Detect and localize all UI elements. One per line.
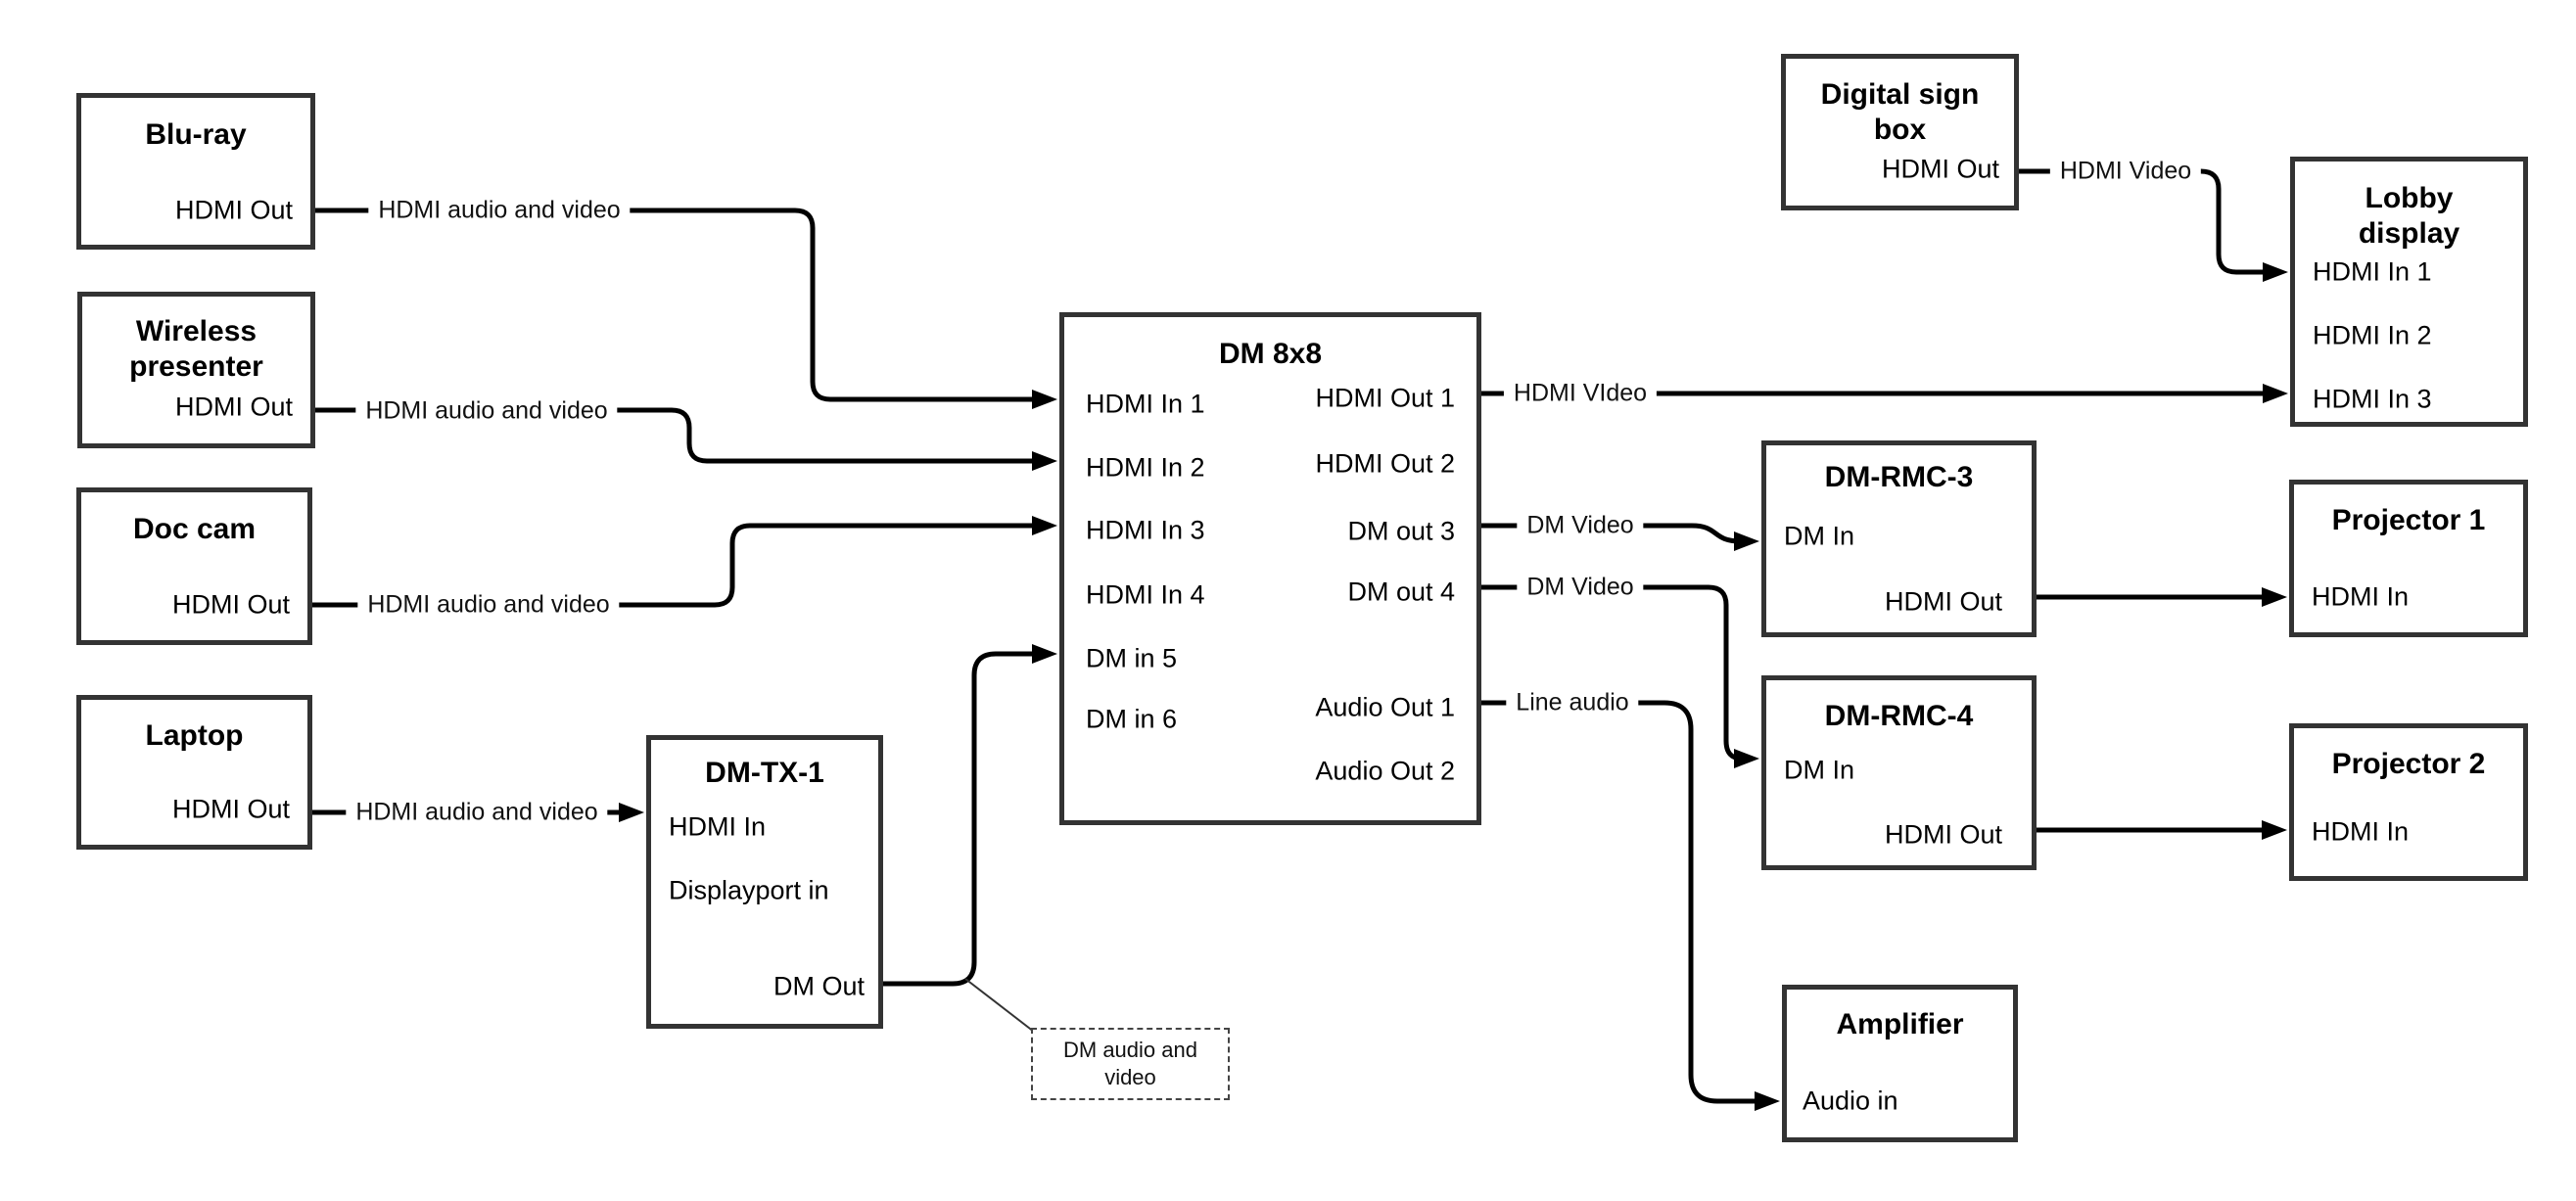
node-doc-cam-title: Doc cam bbox=[132, 513, 257, 545]
node-dm-rmc-3: DM-RMC-3 DM In HDMI Out bbox=[1761, 440, 2037, 637]
port-lobby-hdmi-in-1: HDMI In 1 bbox=[2313, 256, 2432, 287]
arrowhead bbox=[1032, 644, 1057, 664]
port-dm8x8-hdmi-in-3: HDMI In 3 bbox=[1086, 515, 1205, 545]
port-rmc4-dm-in: DM In bbox=[1784, 755, 1855, 785]
callout-dm-audio-video: DM audio and video bbox=[1031, 1028, 1230, 1100]
port-dm8x8-hdmi-in-4: HDMI In 4 bbox=[1086, 579, 1205, 610]
port-dm8x8-hdmi-in-1: HDMI In 1 bbox=[1086, 389, 1205, 419]
node-laptop-title: Laptop bbox=[145, 719, 244, 752]
node-digital-sign-box-title: Digital sign box bbox=[1820, 78, 1980, 146]
node-lobby-display: Lobby display HDMI In 1 HDMI In 2 HDMI I… bbox=[2290, 157, 2528, 427]
arrowhead bbox=[1734, 531, 1759, 551]
node-digital-sign-box: Digital sign box HDMI Out bbox=[1781, 54, 2019, 210]
wire-label-hdmi-video-out1: HDMI VIdeo bbox=[1503, 378, 1658, 409]
wire-label-dm-video-out4: DM Video bbox=[1517, 572, 1644, 603]
connector-dmtx1-to-dm8x8-in5 bbox=[883, 651, 1038, 987]
arrowhead bbox=[1032, 516, 1057, 535]
connector-bluray-to-dm8x8-in1 bbox=[315, 208, 1038, 402]
wire-label-wireless-hdmi-av: HDMI audio and video bbox=[355, 395, 618, 427]
port-dm8x8-dm-out-3: DM out 3 bbox=[1347, 516, 1455, 546]
node-laptop: Laptop HDMI Out bbox=[76, 695, 312, 850]
connector-wireless-to-dm8x8-in2 bbox=[315, 407, 1038, 464]
arrowhead bbox=[2262, 820, 2287, 840]
wire-label-bluray-hdmi-av: HDMI audio and video bbox=[368, 195, 631, 226]
port-lobby-hdmi-in-3: HDMI In 3 bbox=[2313, 384, 2432, 414]
connector-out3-to-rmc3 bbox=[1481, 523, 1742, 544]
arrowhead bbox=[2263, 384, 2288, 403]
port-projector2-hdmi-in: HDMI In bbox=[2312, 816, 2410, 847]
port-doccam-hdmi-out: HDMI Out bbox=[171, 589, 290, 620]
arrowhead bbox=[2263, 262, 2288, 282]
node-dm-rmc-4: DM-RMC-4 DM In HDMI Out bbox=[1761, 675, 2037, 870]
port-sign-hdmi-out: HDMI Out bbox=[1881, 154, 1999, 184]
node-wireless-presenter: Wireless presenter HDMI Out bbox=[77, 292, 315, 448]
node-projector-2-title: Projector 2 bbox=[2331, 748, 2486, 780]
connector-sign-to-lobby-in1 bbox=[2019, 168, 2270, 275]
port-bluray-hdmi-out: HDMI Out bbox=[174, 195, 293, 225]
node-wireless-presenter-title: Wireless presenter bbox=[129, 315, 263, 383]
connector-out4-to-rmc4 bbox=[1481, 584, 1743, 762]
port-dmtx1-displayport-in: Displayport in bbox=[669, 875, 829, 905]
arrowhead bbox=[1032, 451, 1057, 471]
port-dm8x8-dm-in-6: DM in 6 bbox=[1086, 704, 1178, 734]
port-dm8x8-hdmi-out-1: HDMI Out 1 bbox=[1315, 383, 1455, 413]
port-wireless-hdmi-out: HDMI Out bbox=[174, 392, 293, 422]
port-dm8x8-audio-out-2: Audio Out 2 bbox=[1315, 756, 1455, 786]
port-lobby-hdmi-in-2: HDMI In 2 bbox=[2313, 320, 2432, 350]
arrowhead bbox=[2262, 587, 2287, 607]
port-dm8x8-audio-out-1: Audio Out 1 bbox=[1315, 692, 1455, 722]
node-projector-1: Projector 1 HDMI In bbox=[2289, 480, 2528, 637]
wire-label-line-audio: Line audio bbox=[1506, 687, 1639, 718]
node-amplifier: Amplifier Audio in bbox=[1782, 985, 2018, 1142]
arrowhead bbox=[619, 803, 644, 822]
node-lobby-display-title: Lobby display bbox=[2358, 182, 2460, 250]
node-dm-rmc-3-title: DM-RMC-3 bbox=[1824, 461, 1974, 493]
node-dm-8x8: DM 8x8 HDMI In 1 HDMI In 2 HDMI In 3 HDM… bbox=[1059, 312, 1481, 825]
port-dmtx1-dm-out: DM Out bbox=[773, 971, 865, 1001]
port-laptop-hdmi-out: HDMI Out bbox=[171, 794, 290, 824]
port-rmc3-hdmi-out: HDMI Out bbox=[1884, 586, 2002, 617]
arrowhead bbox=[1734, 749, 1759, 768]
wire-label-laptop-hdmi-av: HDMI audio and video bbox=[346, 797, 608, 828]
port-rmc4-hdmi-out: HDMI Out bbox=[1884, 819, 2002, 850]
wire-label-doccam-hdmi-av: HDMI audio and video bbox=[357, 589, 620, 621]
node-bluray-title: Blu-ray bbox=[145, 118, 247, 151]
node-dm-8x8-title: DM 8x8 bbox=[1218, 338, 1323, 370]
node-doc-cam: Doc cam HDMI Out bbox=[76, 487, 312, 645]
port-rmc3-dm-in: DM In bbox=[1784, 521, 1855, 551]
node-dm-tx-1: DM-TX-1 HDMI In Displayport in DM Out bbox=[646, 735, 883, 1029]
wire-label-dm-video-out3: DM Video bbox=[1517, 510, 1644, 541]
port-amplifier-audio-in: Audio in bbox=[1803, 1086, 1898, 1116]
connector-doccam-to-dm8x8-in3 bbox=[312, 523, 1038, 608]
port-dm8x8-dm-out-4: DM out 4 bbox=[1347, 577, 1455, 607]
connector-audio1-to-amplifier bbox=[1481, 700, 1761, 1104]
wire-label-hdmi-video-sign: HDMI Video bbox=[2049, 156, 2202, 187]
port-projector1-hdmi-in: HDMI In bbox=[2312, 581, 2410, 612]
callout-leader-line bbox=[964, 978, 1035, 1033]
node-amplifier-title: Amplifier bbox=[1836, 1008, 1964, 1040]
port-dm8x8-dm-in-5: DM in 5 bbox=[1086, 643, 1178, 673]
port-dmtx1-hdmi-in: HDMI In bbox=[669, 811, 767, 842]
node-dm-tx-1-title: DM-TX-1 bbox=[705, 757, 824, 789]
node-projector-1-title: Projector 1 bbox=[2331, 504, 2486, 536]
node-dm-rmc-4-title: DM-RMC-4 bbox=[1824, 700, 1974, 732]
node-projector-2: Projector 2 HDMI In bbox=[2289, 723, 2528, 881]
arrowhead bbox=[1755, 1091, 1780, 1111]
arrowhead bbox=[1032, 390, 1057, 409]
node-bluray: Blu-ray HDMI Out bbox=[76, 93, 315, 250]
port-dm8x8-hdmi-in-2: HDMI In 2 bbox=[1086, 452, 1205, 483]
port-dm8x8-hdmi-out-2: HDMI Out 2 bbox=[1315, 448, 1455, 479]
